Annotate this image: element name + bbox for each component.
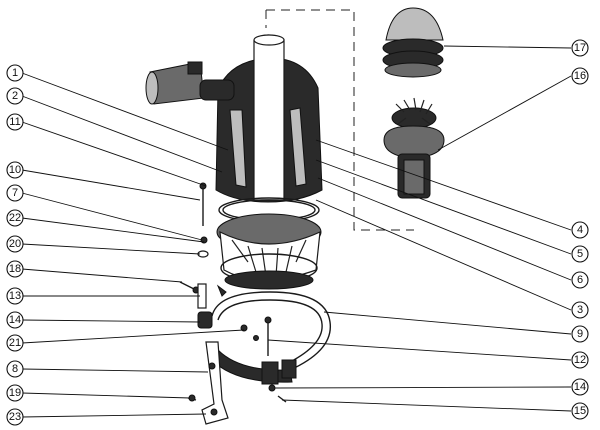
callout-5: 5 (571, 245, 589, 263)
callout-9: 9 (571, 325, 589, 343)
svg-text:14: 14 (9, 314, 21, 326)
clamp-band (211, 291, 331, 385)
svg-text:16: 16 (574, 70, 586, 82)
phantom-outline (265, 9, 414, 231)
svg-text:5: 5 (577, 248, 583, 260)
svg-text:6: 6 (577, 274, 583, 286)
callout-10: 10 (6, 161, 24, 179)
callout-7: 7 (6, 184, 24, 202)
callout-12: 12 (571, 351, 589, 369)
svg-text:21: 21 (9, 337, 21, 349)
callout-3: 3 (571, 301, 589, 319)
hardware (179, 182, 287, 403)
svg-text:19: 19 (9, 387, 21, 399)
svg-text:7: 7 (12, 187, 18, 199)
callout-22: 22 (6, 209, 24, 227)
svg-text:4: 4 (577, 224, 583, 236)
callout-20: 20 (6, 235, 24, 253)
callout-2: 2 (6, 87, 24, 105)
callout-14-right: 14 (571, 378, 589, 396)
svg-text:17: 17 (574, 42, 586, 54)
svg-text:12: 12 (574, 354, 586, 366)
callout-14-left: 14 (6, 311, 24, 329)
svg-text:9: 9 (577, 328, 583, 340)
svg-text:23: 23 (9, 411, 21, 423)
svg-text:18: 18 (9, 263, 21, 275)
callout-16: 16 (571, 67, 589, 85)
callout-18: 18 (6, 260, 24, 278)
svg-text:22: 22 (9, 212, 21, 224)
svg-text:2: 2 (12, 90, 18, 102)
impeller-part (383, 97, 445, 199)
callout-21: 21 (6, 334, 24, 352)
callout-1: 1 (6, 64, 24, 82)
motor-housing (145, 34, 323, 203)
inlet-pipe (145, 61, 235, 105)
svg-text:10: 10 (9, 164, 21, 176)
bracket (201, 341, 229, 425)
callout-4: 4 (571, 221, 589, 239)
svg-text:11: 11 (9, 116, 20, 128)
callout-17: 17 (571, 39, 589, 57)
callout-8: 8 (6, 360, 24, 378)
svg-text:15: 15 (574, 405, 586, 417)
callout-19: 19 (6, 384, 24, 402)
svg-text:20: 20 (9, 238, 21, 250)
callout-15: 15 (571, 402, 589, 420)
callout-11: 11 (6, 113, 24, 131)
svg-text:14: 14 (574, 381, 586, 393)
leader-lines (21, 45, 572, 418)
svg-text:3: 3 (577, 304, 583, 316)
svg-text:8: 8 (12, 363, 18, 375)
callout-13: 13 (6, 287, 24, 305)
fan-base (216, 213, 322, 290)
callout-23: 23 (6, 408, 24, 426)
callout-6: 6 (571, 271, 589, 289)
svg-text:1: 1 (12, 67, 18, 79)
cap-part (382, 7, 444, 78)
svg-text:13: 13 (9, 290, 21, 302)
